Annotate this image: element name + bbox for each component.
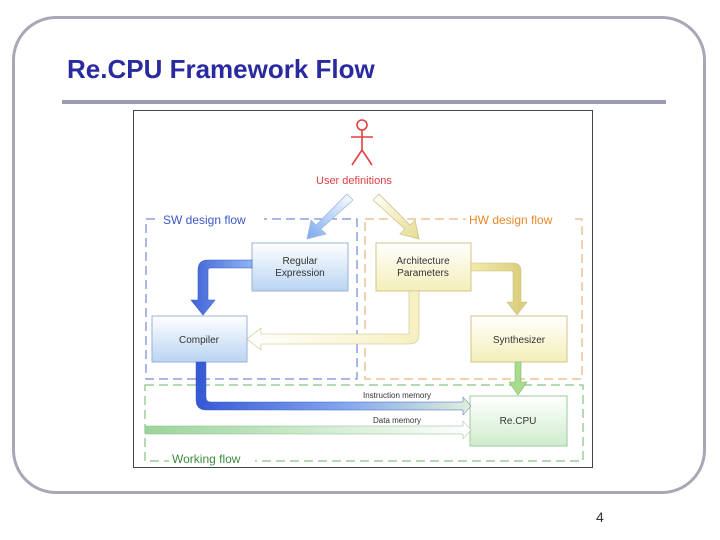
instruction-memory-label: Instruction memory <box>363 391 431 400</box>
regex-line2: Expression <box>275 268 324 279</box>
instruction-memory-arrow <box>195 361 472 416</box>
recpu-box: Re.CPU <box>469 395 568 447</box>
recpu-label: Re.CPU <box>500 416 537 427</box>
regex-to-compiler-arrow <box>190 259 253 316</box>
slide-title: Re.CPU Framework Flow <box>67 54 375 84</box>
data-memory-label: Data memory <box>373 416 421 425</box>
arch-to-compiler-arrow <box>246 290 420 351</box>
synthesizer-label: Synthesizer <box>493 335 546 346</box>
arch-line1: Architecture <box>396 256 450 267</box>
sw-label-bg <box>160 210 264 228</box>
arch-to-synth-arrow <box>470 262 528 316</box>
hw-flow-region <box>364 218 583 380</box>
compiler-label: Compiler <box>179 335 220 346</box>
hw-label-bg <box>466 210 570 228</box>
regex-box: Regular Expression <box>251 242 349 292</box>
user-to-arch-arrow <box>372 193 420 240</box>
compiler-box: Compiler <box>151 315 248 363</box>
working-flow-region <box>144 384 584 462</box>
working-flow-label: Working flow <box>172 452 241 466</box>
user-icon <box>351 119 373 166</box>
framework-flow-diagram: SW design flow HW design flow Working fl… <box>133 110 593 468</box>
synth-to-recpu-arrow <box>508 361 528 396</box>
hw-flow-label: HW design flow <box>469 213 553 227</box>
data-memory-arrow <box>144 420 472 440</box>
synthesizer-box: Synthesizer <box>470 315 568 363</box>
sw-flow-label: SW design flow <box>163 213 246 227</box>
slide-frame <box>12 16 706 494</box>
architecture-box: Architecture Parameters <box>375 242 472 292</box>
arch-line2: Parameters <box>397 268 449 279</box>
title-underline <box>62 100 666 104</box>
page-number: 4 <box>596 509 604 525</box>
working-label-bg <box>169 450 255 466</box>
user-to-regex-arrow <box>306 193 354 240</box>
regex-line1: Regular <box>282 256 318 267</box>
user-definitions-label: User definitions <box>316 175 392 187</box>
